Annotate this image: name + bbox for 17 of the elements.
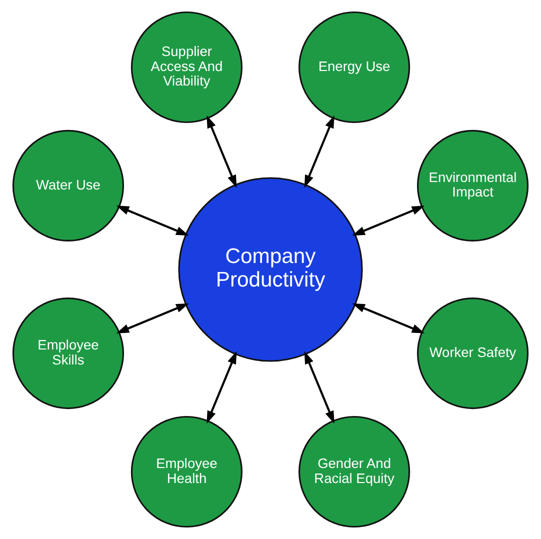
arrow <box>352 303 425 334</box>
node-circle: Worker Safety <box>416 297 529 410</box>
node-circle: Environmental Impact <box>416 130 529 242</box>
arrow <box>116 206 189 236</box>
node-circle: Supplier Access And Viability <box>130 11 243 124</box>
node-circle: Employee Skills <box>12 297 124 410</box>
arrow <box>352 206 425 236</box>
node-circle: Company Productivity <box>178 177 363 362</box>
node-circle: Water Use <box>12 130 124 242</box>
arrow <box>116 303 189 334</box>
arrow <box>206 351 237 424</box>
arrow <box>304 351 334 424</box>
arrow <box>206 115 237 188</box>
node-circle: Gender And Racial Equity <box>298 416 410 528</box>
node-circle: Employee Health <box>130 416 243 528</box>
arrow <box>304 115 334 188</box>
node-circle: Energy Use <box>298 11 410 124</box>
